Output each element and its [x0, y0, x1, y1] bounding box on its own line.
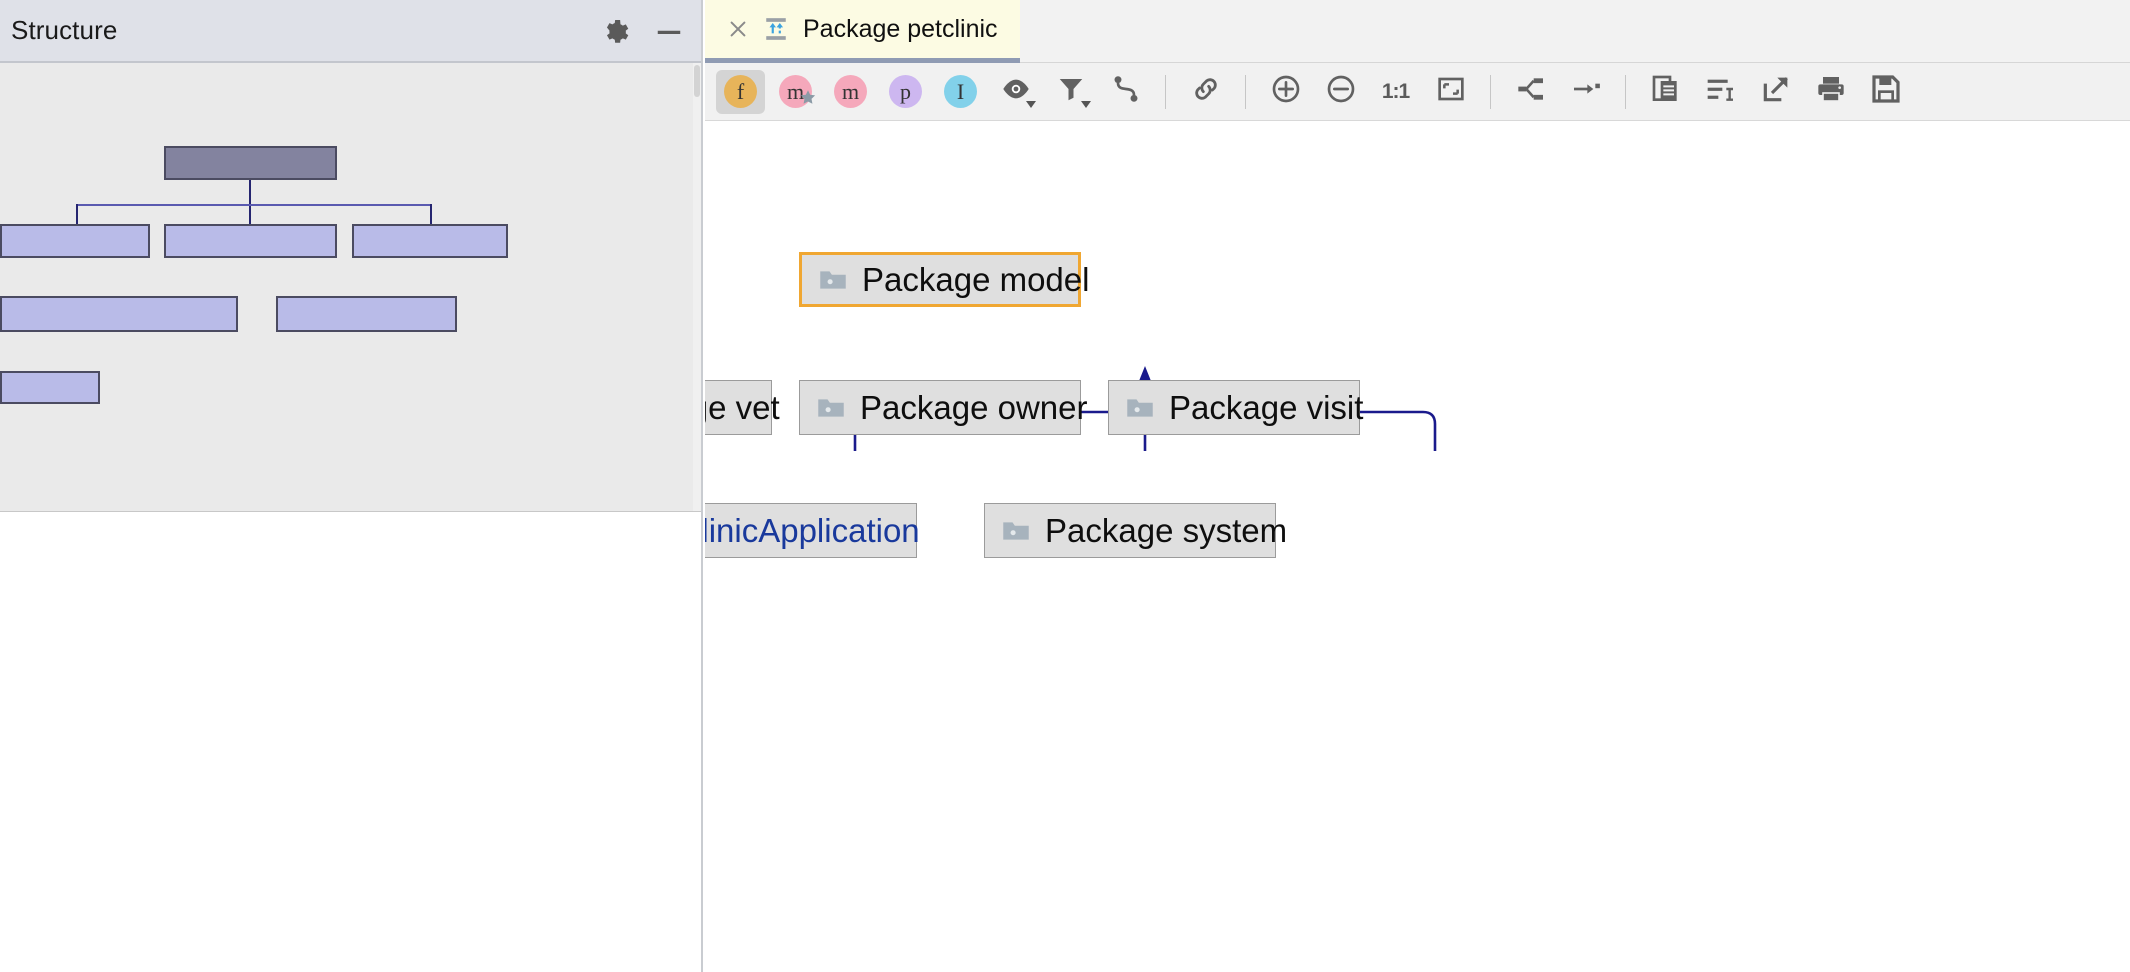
tab-label: Package petclinic — [803, 14, 998, 43]
show-properties-toggle[interactable]: p — [881, 70, 930, 114]
gear-icon[interactable] — [600, 17, 630, 47]
separator-3 — [1490, 74, 1491, 109]
minimap-edge — [76, 204, 78, 226]
overview-block-1[interactable] — [0, 224, 150, 258]
separator-2 — [1245, 74, 1246, 109]
minimap-edge — [249, 180, 251, 226]
structure-diagram-preview[interactable]: Package modelPackage visitPackage ownerP… — [0, 512, 701, 972]
node-vet[interactable]: Package vet — [705, 380, 780, 435]
show-fields-toggle[interactable]: f — [716, 69, 765, 114]
star-icon — [799, 86, 817, 112]
folder-icon — [1002, 520, 1030, 542]
overview-viewport-block[interactable] — [164, 146, 337, 180]
separator-1 — [1165, 74, 1166, 109]
node-label: Package model — [862, 260, 1090, 298]
overview-block-3[interactable] — [352, 224, 508, 258]
show-methods-toggle[interactable]: m — [826, 70, 875, 114]
node-visit[interactable]: Package visit — [1108, 380, 1364, 435]
show-methods-toggle-glyph: m — [834, 75, 867, 108]
minimap-scrollbar[interactable] — [693, 63, 701, 511]
node-model[interactable]: Package model — [799, 252, 1089, 307]
node-icon-group — [817, 397, 845, 419]
preview-edges — [0, 512, 701, 972]
zoom-out-icon-glyph — [1325, 73, 1357, 110]
structure-tool-window: Structure — [0, 0, 703, 972]
export-icon-glyph — [1760, 73, 1792, 110]
fit-content-icon[interactable] — [1426, 70, 1475, 114]
minimap-scrollbar-thumb[interactable] — [694, 65, 700, 97]
node-owner[interactable]: Package owner — [799, 380, 1087, 435]
chevron-down-icon — [1081, 100, 1091, 108]
node-icon-group — [1126, 397, 1154, 419]
structure-header: Structure — [0, 0, 701, 63]
jump-to-node-icon[interactable] — [1561, 70, 1610, 114]
print-icon[interactable] — [1806, 70, 1855, 114]
jump-to-node-icon-glyph — [1570, 73, 1602, 110]
folder-icon — [1126, 397, 1154, 419]
minimize-icon[interactable] — [654, 17, 684, 47]
link-icon-glyph — [1190, 73, 1222, 110]
node-label: Package owner — [860, 388, 1088, 426]
zoom-in-icon-glyph — [1270, 73, 1302, 110]
layout-icon[interactable] — [1506, 70, 1555, 114]
show-inner-classes-toggle-glyph: I — [944, 75, 977, 108]
editor-tabbar: Package petclinic — [705, 0, 2130, 63]
show-fields-toggle-glyph: f — [724, 75, 757, 108]
edge-mode-icon[interactable] — [1101, 70, 1150, 114]
filter-icon[interactable] — [1046, 70, 1095, 114]
node-icon-group — [819, 269, 847, 291]
show-methods-star-toggle[interactable]: m — [771, 70, 820, 114]
actual-size-label: 1:1 — [1381, 79, 1410, 103]
show-inner-classes-toggle[interactable]: I — [936, 70, 985, 114]
folder-icon — [817, 397, 845, 419]
save-icon[interactable] — [1861, 70, 1910, 114]
visibility-icon-glyph — [1000, 73, 1032, 110]
copy-icon-glyph — [1650, 73, 1682, 110]
minimap-edge — [430, 204, 432, 226]
node-system[interactable]: Package system — [984, 503, 1287, 558]
layout-icon-glyph — [1515, 73, 1547, 110]
visibility-icon[interactable] — [991, 70, 1040, 114]
separator-4 — [1625, 74, 1626, 109]
edge-mode-icon-glyph — [1110, 73, 1142, 110]
overview-block-6[interactable] — [0, 371, 100, 404]
zoom-out-icon[interactable] — [1316, 70, 1365, 114]
annotate-icon[interactable] — [1696, 70, 1745, 114]
show-methods-star-toggle-glyph: m — [779, 75, 816, 108]
node-app[interactable]: CPetClinicApplication — [705, 503, 920, 558]
copy-icon[interactable] — [1641, 70, 1690, 114]
filter-icon-glyph — [1056, 74, 1086, 109]
overview-block-5[interactable] — [276, 296, 457, 332]
print-icon-glyph — [1815, 73, 1847, 110]
structure-header-buttons — [600, 0, 684, 63]
node-label: PetClinicApplication — [705, 511, 920, 549]
save-icon-glyph — [1870, 73, 1902, 110]
annotate-icon-glyph — [1705, 73, 1737, 110]
node-label: Package visit — [1169, 388, 1364, 426]
structure-overview-minimap[interactable] — [0, 63, 701, 512]
show-properties-toggle-glyph: p — [889, 75, 922, 108]
chevron-down-icon — [1026, 100, 1036, 108]
fit-content-icon-glyph — [1435, 73, 1467, 110]
export-icon[interactable] — [1751, 70, 1800, 114]
folder-icon — [819, 269, 847, 291]
overview-block-4[interactable] — [0, 296, 238, 332]
structure-title: Structure — [11, 15, 118, 45]
zoom-in-icon[interactable] — [1261, 70, 1310, 114]
close-icon[interactable] — [727, 18, 749, 40]
node-label: Package vet — [705, 388, 780, 426]
tab-package-petclinic[interactable]: Package petclinic — [705, 0, 1020, 63]
node-label: Package system — [1045, 511, 1288, 549]
uml-diagram-icon — [763, 16, 789, 42]
actual-size-button[interactable]: 1:1 — [1371, 70, 1420, 114]
node-icon-group — [1002, 520, 1030, 542]
overview-block-2[interactable] — [164, 224, 337, 258]
minimap-edge — [76, 204, 431, 206]
link-icon[interactable] — [1181, 70, 1230, 114]
